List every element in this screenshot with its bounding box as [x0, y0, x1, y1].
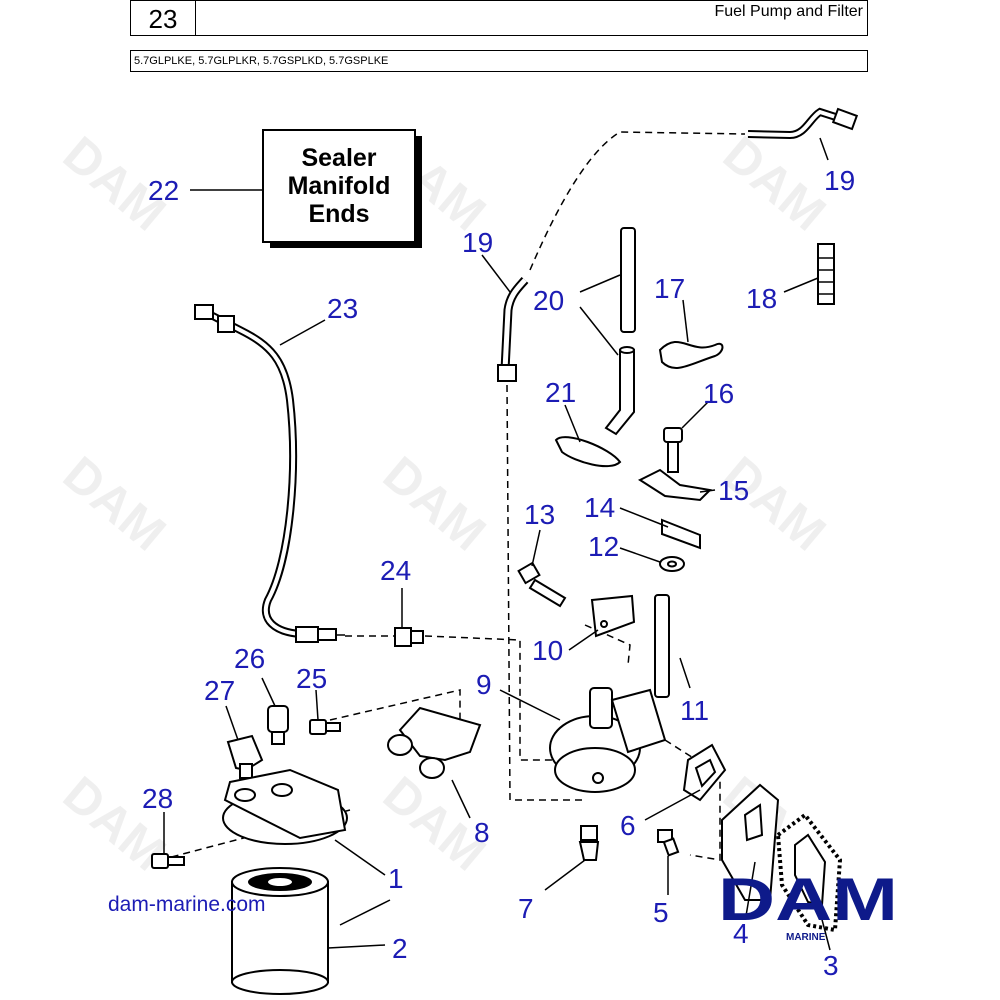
callout-11: 11: [680, 695, 709, 726]
website-text: dam-marine.com: [108, 893, 266, 916]
callout-18: 18: [746, 283, 777, 314]
bolt-5: [657, 829, 680, 857]
callout-12: 12: [588, 531, 619, 562]
callout-3: 3: [823, 950, 839, 981]
callout-7: 7: [518, 893, 534, 924]
hose-20: [604, 227, 636, 436]
bolt-25: [309, 719, 341, 735]
model-list: 5.7GLPLKE, 5.7GLPLKR, 5.7GSPLKD, 5.7GSPL…: [130, 50, 868, 72]
callouts: 1 2 3 4 5 6 7 8 9 10 11 12 13 14 15 16 1…: [142, 165, 855, 981]
bolt-13: [517, 561, 567, 608]
callout-22: 22: [148, 175, 179, 206]
bolt-28: [151, 853, 185, 869]
fitting-18: [817, 243, 835, 305]
clamp-17: [658, 340, 724, 369]
callout-24: 24: [380, 555, 411, 586]
adapter-8: [387, 706, 482, 779]
callout-26: 26: [234, 643, 265, 674]
fitting-24: [394, 627, 424, 647]
callout-19-left: 19: [462, 227, 493, 258]
filter-bracket-1: [222, 768, 348, 845]
sealer-line-1: Sealer: [301, 144, 376, 172]
sealer-label-box: Sealer Manifold Ends: [262, 129, 422, 248]
leader-lines: [163, 137, 831, 951]
callout-2: 2: [392, 933, 408, 964]
callout-25: 25: [296, 663, 327, 694]
plate-4: [721, 783, 780, 901]
clamp-21: [554, 436, 622, 468]
fuel-line-23: [194, 304, 345, 643]
watermark: DAM: [53, 446, 176, 562]
page-title: Fuel Pump and Filter: [714, 3, 863, 20]
callout-28: 28: [142, 783, 173, 814]
tube-11: [654, 594, 670, 698]
fuel-filter-2: [231, 867, 329, 995]
callout-5: 5: [653, 897, 669, 928]
fuel-pump-9: [549, 687, 667, 793]
logo-sub: MARINE: [786, 932, 826, 943]
callout-19-right: 19: [824, 165, 855, 196]
fitting-27: [226, 734, 264, 779]
gasket-3: [775, 812, 843, 933]
plate-14: [661, 518, 701, 550]
callout-27: 27: [204, 675, 235, 706]
page-number: 23: [131, 1, 196, 35]
header-bar: 23 Fuel Pump and Filter: [130, 0, 868, 36]
callout-17: 17: [654, 273, 685, 304]
callout-1: 1: [388, 863, 404, 894]
nut-12: [659, 556, 685, 572]
watermark: DAM: [713, 126, 836, 242]
fuel-line-19: [497, 107, 859, 382]
bolt-16: [663, 427, 683, 473]
callout-20: 20: [533, 285, 564, 316]
callout-16: 16: [703, 378, 734, 409]
bracket-15: [637, 468, 713, 502]
watermark: DAM: [373, 446, 496, 562]
sealer-line-2: Manifold: [288, 172, 391, 200]
callout-23: 23: [327, 293, 358, 324]
callout-9: 9: [476, 669, 492, 700]
callout-15: 15: [718, 475, 749, 506]
callout-4: 4: [733, 918, 749, 949]
callout-21: 21: [545, 377, 576, 408]
gasket-6: [682, 743, 727, 802]
callout-14: 14: [584, 492, 615, 523]
callout-13: 13: [524, 499, 555, 530]
callout-6: 6: [620, 810, 636, 841]
logo-main: DAM: [718, 866, 898, 933]
callout-8: 8: [474, 817, 490, 848]
fitting-7: [578, 825, 600, 861]
dam-marine-logo: DAM MARINE: [718, 866, 898, 943]
callout-10: 10: [532, 635, 563, 666]
bracket-10: [590, 594, 636, 638]
plug-26: [267, 705, 289, 745]
sealer-line-3: Ends: [308, 200, 369, 228]
